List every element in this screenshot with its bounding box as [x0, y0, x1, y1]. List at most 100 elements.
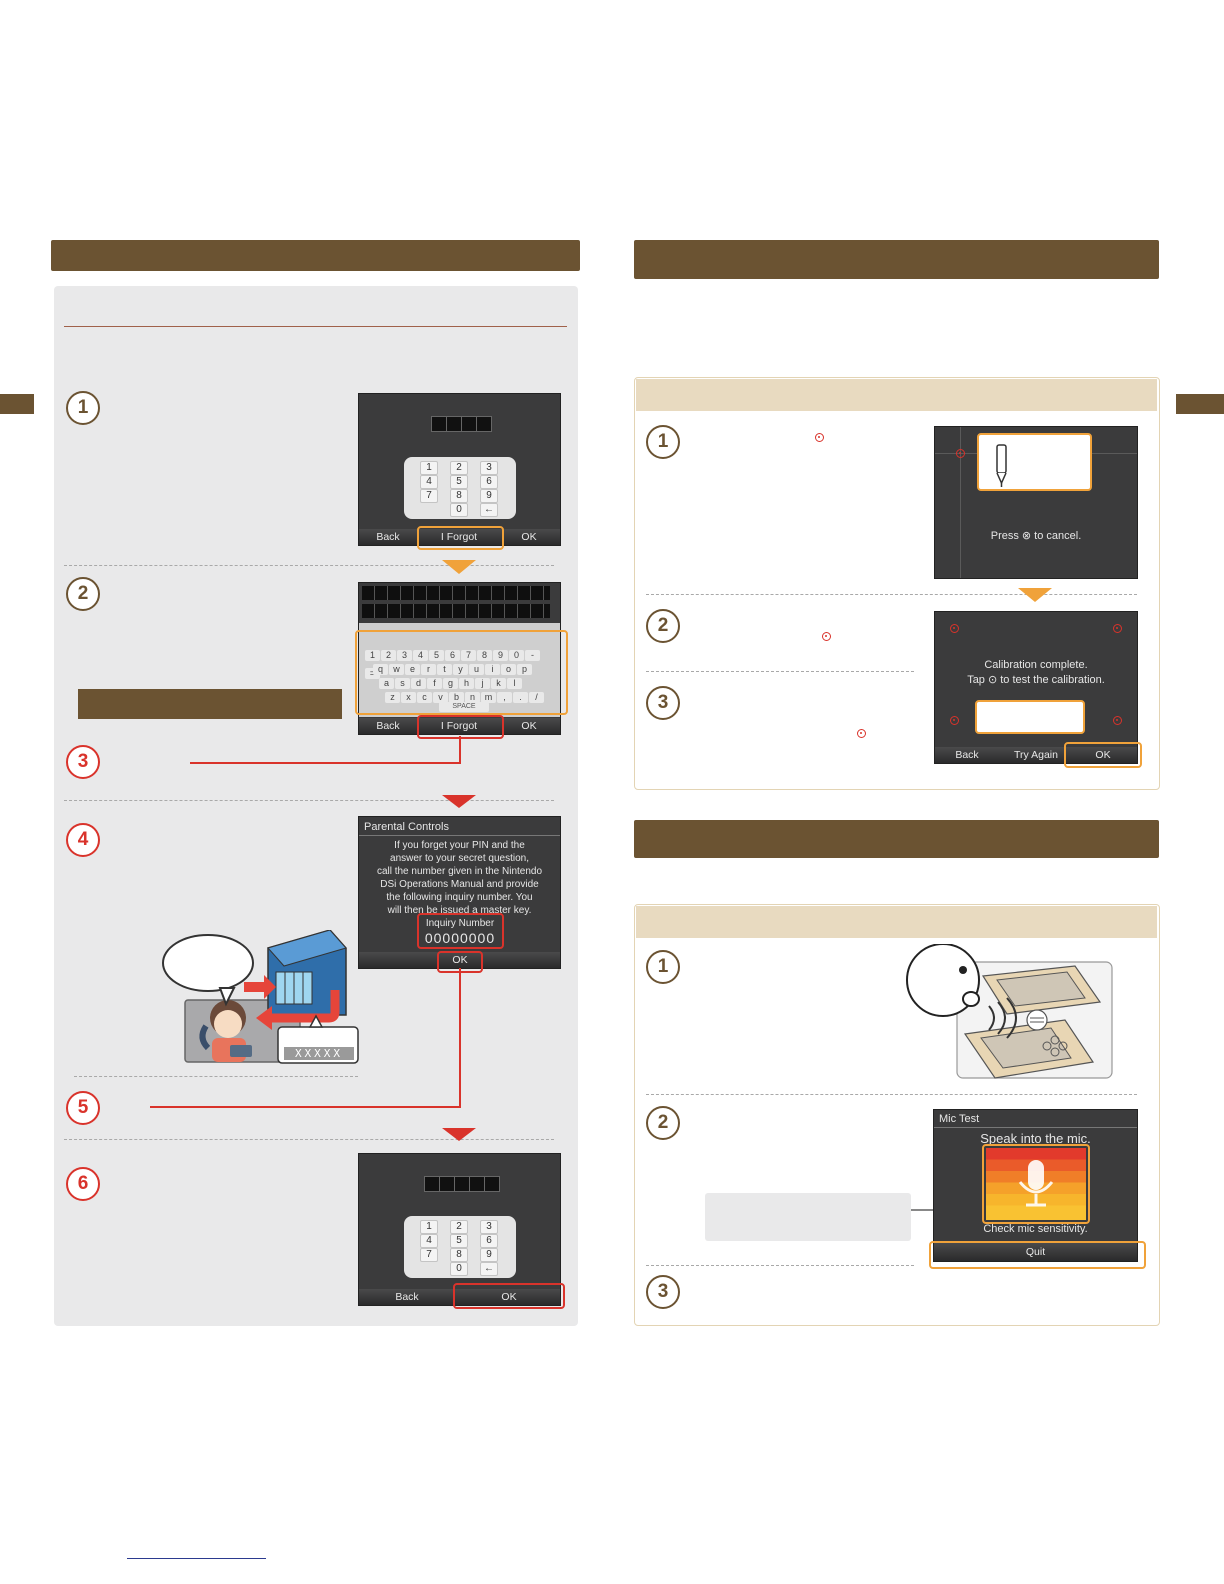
key[interactable]: c — [417, 692, 432, 703]
key[interactable]: p — [517, 664, 532, 675]
backspace-key[interactable]: ← — [480, 1262, 498, 1276]
key[interactable]: . — [513, 692, 528, 703]
corner-target-icon[interactable] — [1113, 624, 1122, 633]
issued-code: XXXXX — [284, 1047, 354, 1060]
calibration-screen-1: Press ⊗ to cancel. — [934, 426, 1138, 579]
pin-digit-box — [439, 1176, 455, 1192]
key[interactable]: 0 — [450, 1262, 468, 1276]
key[interactable]: 1 — [365, 650, 380, 661]
key[interactable]: s — [395, 678, 410, 689]
try-again-button[interactable]: Try Again — [1014, 749, 1058, 761]
screen-title: Parental Controls — [364, 821, 449, 833]
quit-button[interactable]: Quit — [1025, 1246, 1046, 1258]
down-arrow — [442, 560, 476, 574]
key[interactable]: v — [433, 692, 448, 703]
key[interactable]: x — [401, 692, 416, 703]
key[interactable]: 8 — [477, 650, 492, 661]
key[interactable]: b — [449, 692, 464, 703]
calibration-step-1-marker: 1 — [646, 425, 680, 459]
mic-step-3-marker: 3 — [646, 1275, 680, 1309]
space-key[interactable]: SPACE — [439, 702, 489, 712]
key[interactable]: t — [437, 664, 452, 675]
key[interactable]: i — [485, 664, 500, 675]
backspace-key[interactable]: ← — [480, 503, 498, 517]
back-button[interactable]: Back — [376, 531, 400, 543]
key[interactable]: z — [385, 692, 400, 703]
ok-highlight — [1064, 742, 1142, 768]
corner-target-icon[interactable] — [1113, 716, 1122, 725]
key[interactable]: l — [507, 678, 522, 689]
key[interactable]: m — [481, 692, 496, 703]
screen-message-line: If you forget your PIN and the — [394, 840, 525, 851]
key[interactable]: u — [469, 664, 484, 675]
i-forgot-button[interactable]: I Forgot — [440, 720, 478, 732]
key[interactable]: 2 — [450, 461, 468, 475]
key[interactable]: k — [491, 678, 506, 689]
key[interactable]: e — [405, 664, 420, 675]
step-divider — [646, 594, 1137, 595]
key[interactable]: 0 — [450, 503, 468, 517]
key[interactable]: 8 — [450, 489, 468, 503]
key[interactable]: 6 — [480, 1234, 498, 1248]
key[interactable]: y — [453, 664, 468, 675]
ok-button[interactable]: OK — [501, 1291, 517, 1303]
key[interactable]: j — [475, 678, 490, 689]
key[interactable]: 7 — [420, 489, 438, 503]
down-arrow — [442, 795, 476, 808]
key[interactable]: 4 — [413, 650, 428, 661]
key[interactable]: r — [421, 664, 436, 675]
key[interactable]: 4 — [420, 475, 438, 489]
connector-line — [459, 736, 461, 764]
answer-input-field-row2[interactable] — [362, 604, 550, 618]
ok-button[interactable]: OK — [452, 954, 468, 966]
key[interactable]: g — [443, 678, 458, 689]
key[interactable]: = — [365, 668, 380, 679]
key[interactable]: h — [459, 678, 474, 689]
ok-button[interactable]: OK — [1095, 749, 1111, 761]
key[interactable]: 9 — [480, 1248, 498, 1262]
back-button[interactable]: Back — [376, 720, 400, 732]
key[interactable]: o — [501, 664, 516, 675]
key[interactable]: f — [427, 678, 442, 689]
key[interactable]: w — [389, 664, 404, 675]
corner-target-icon[interactable] — [950, 716, 959, 725]
key[interactable]: - — [525, 650, 540, 661]
key[interactable]: a — [379, 678, 394, 689]
back-button[interactable]: Back — [955, 749, 979, 761]
key[interactable]: 5 — [450, 475, 468, 489]
key[interactable]: q — [373, 664, 388, 675]
back-button[interactable]: Back — [395, 1291, 419, 1303]
key[interactable]: 7 — [461, 650, 476, 661]
key[interactable]: 2 — [381, 650, 396, 661]
key[interactable]: 2 — [450, 1220, 468, 1234]
key[interactable]: 3 — [480, 1220, 498, 1234]
ok-button[interactable]: OK — [521, 720, 537, 732]
key[interactable]: / — [529, 692, 544, 703]
key[interactable]: d — [411, 678, 426, 689]
ok-button[interactable]: OK — [521, 531, 537, 543]
calibration-target-icon[interactable] — [956, 449, 965, 458]
key[interactable]: n — [465, 692, 480, 703]
key[interactable]: 9 — [493, 650, 508, 661]
calibration-test-text: Tap ⊙ to test the calibration. — [967, 674, 1105, 686]
i-forgot-button[interactable]: I Forgot — [440, 531, 478, 543]
key[interactable]: 6 — [480, 475, 498, 489]
key[interactable]: 6 — [445, 650, 460, 661]
key[interactable]: 7 — [420, 1248, 438, 1262]
corner-target-icon[interactable] — [950, 624, 959, 633]
key[interactable]: 4 — [420, 1234, 438, 1248]
answer-input-field[interactable] — [362, 586, 550, 600]
cancel-instruction: Press ⊗ to cancel. — [990, 530, 1082, 542]
key[interactable]: 3 — [397, 650, 412, 661]
key[interactable]: , — [497, 692, 512, 703]
key[interactable]: 5 — [450, 1234, 468, 1248]
target-icon — [815, 433, 824, 442]
key[interactable]: 9 — [480, 489, 498, 503]
key[interactable]: 1 — [420, 461, 438, 475]
key[interactable]: 8 — [450, 1248, 468, 1262]
key[interactable]: 1 — [420, 1220, 438, 1234]
key[interactable]: 0 — [509, 650, 524, 661]
key[interactable]: 5 — [429, 650, 444, 661]
key[interactable]: 3 — [480, 461, 498, 475]
